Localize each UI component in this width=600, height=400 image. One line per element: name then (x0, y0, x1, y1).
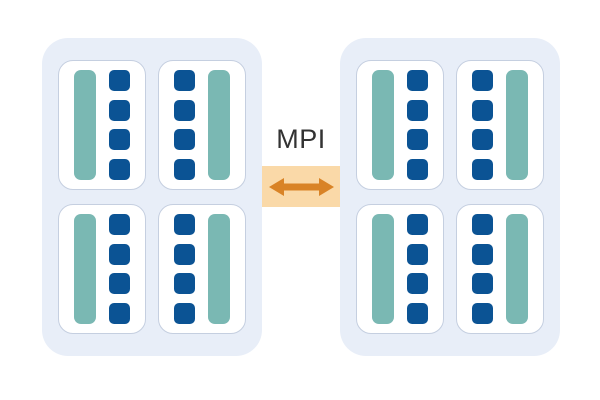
memory-bar (73, 214, 96, 324)
core-square (173, 129, 195, 151)
core-square (407, 129, 429, 151)
memory-bar (208, 214, 231, 324)
core-square (471, 99, 493, 121)
core-square (109, 214, 131, 235)
core-square (407, 214, 429, 235)
socket-card-right-bottom-left (356, 204, 444, 334)
core-square (109, 158, 131, 180)
memory-bar (73, 70, 96, 180)
core-column (471, 70, 493, 180)
mpi-label: MPI (276, 124, 326, 154)
core-column (173, 214, 195, 324)
socket-card-left-top-left (58, 60, 146, 190)
core-column (407, 214, 429, 324)
socket-card-right-bottom-right (456, 204, 544, 334)
core-square (109, 273, 131, 295)
mpi-arrow-box (261, 166, 341, 207)
core-square (109, 99, 131, 121)
core-column (471, 214, 493, 324)
memory-bar (506, 214, 529, 324)
mpi-link-group: MPI (258, 126, 344, 207)
memory-bar (371, 70, 394, 180)
core-square (407, 99, 429, 121)
core-square (407, 302, 429, 324)
node-panel-left (42, 38, 262, 356)
core-square (109, 70, 131, 91)
core-square (471, 273, 493, 295)
memory-bar (371, 214, 394, 324)
core-square (173, 214, 195, 235)
core-column (109, 70, 131, 180)
core-square (173, 70, 195, 91)
core-column (407, 70, 429, 180)
socket-card-left-bottom-right (158, 204, 246, 334)
core-square (173, 158, 195, 180)
socket-card-left-bottom-left (58, 204, 146, 334)
core-square (471, 243, 493, 265)
socket-card-right-top-left (356, 60, 444, 190)
core-square (173, 243, 195, 265)
memory-bar (506, 70, 529, 180)
core-square (173, 273, 195, 295)
core-square (471, 70, 493, 91)
core-column (173, 70, 195, 180)
socket-card-right-top-right (456, 60, 544, 190)
core-column (109, 214, 131, 324)
core-square (407, 273, 429, 295)
core-square (407, 243, 429, 265)
core-square (471, 158, 493, 180)
memory-bar (208, 70, 231, 180)
core-square (109, 129, 131, 151)
core-square (471, 302, 493, 324)
core-square (109, 302, 131, 324)
node-panel-right (340, 38, 560, 356)
socket-card-left-top-right (158, 60, 246, 190)
core-square (109, 243, 131, 265)
core-square (173, 302, 195, 324)
double-headed-arrow-icon (268, 177, 334, 196)
core-square (471, 129, 493, 151)
core-square (407, 70, 429, 91)
core-square (173, 99, 195, 121)
core-square (407, 158, 429, 180)
core-square (471, 214, 493, 235)
